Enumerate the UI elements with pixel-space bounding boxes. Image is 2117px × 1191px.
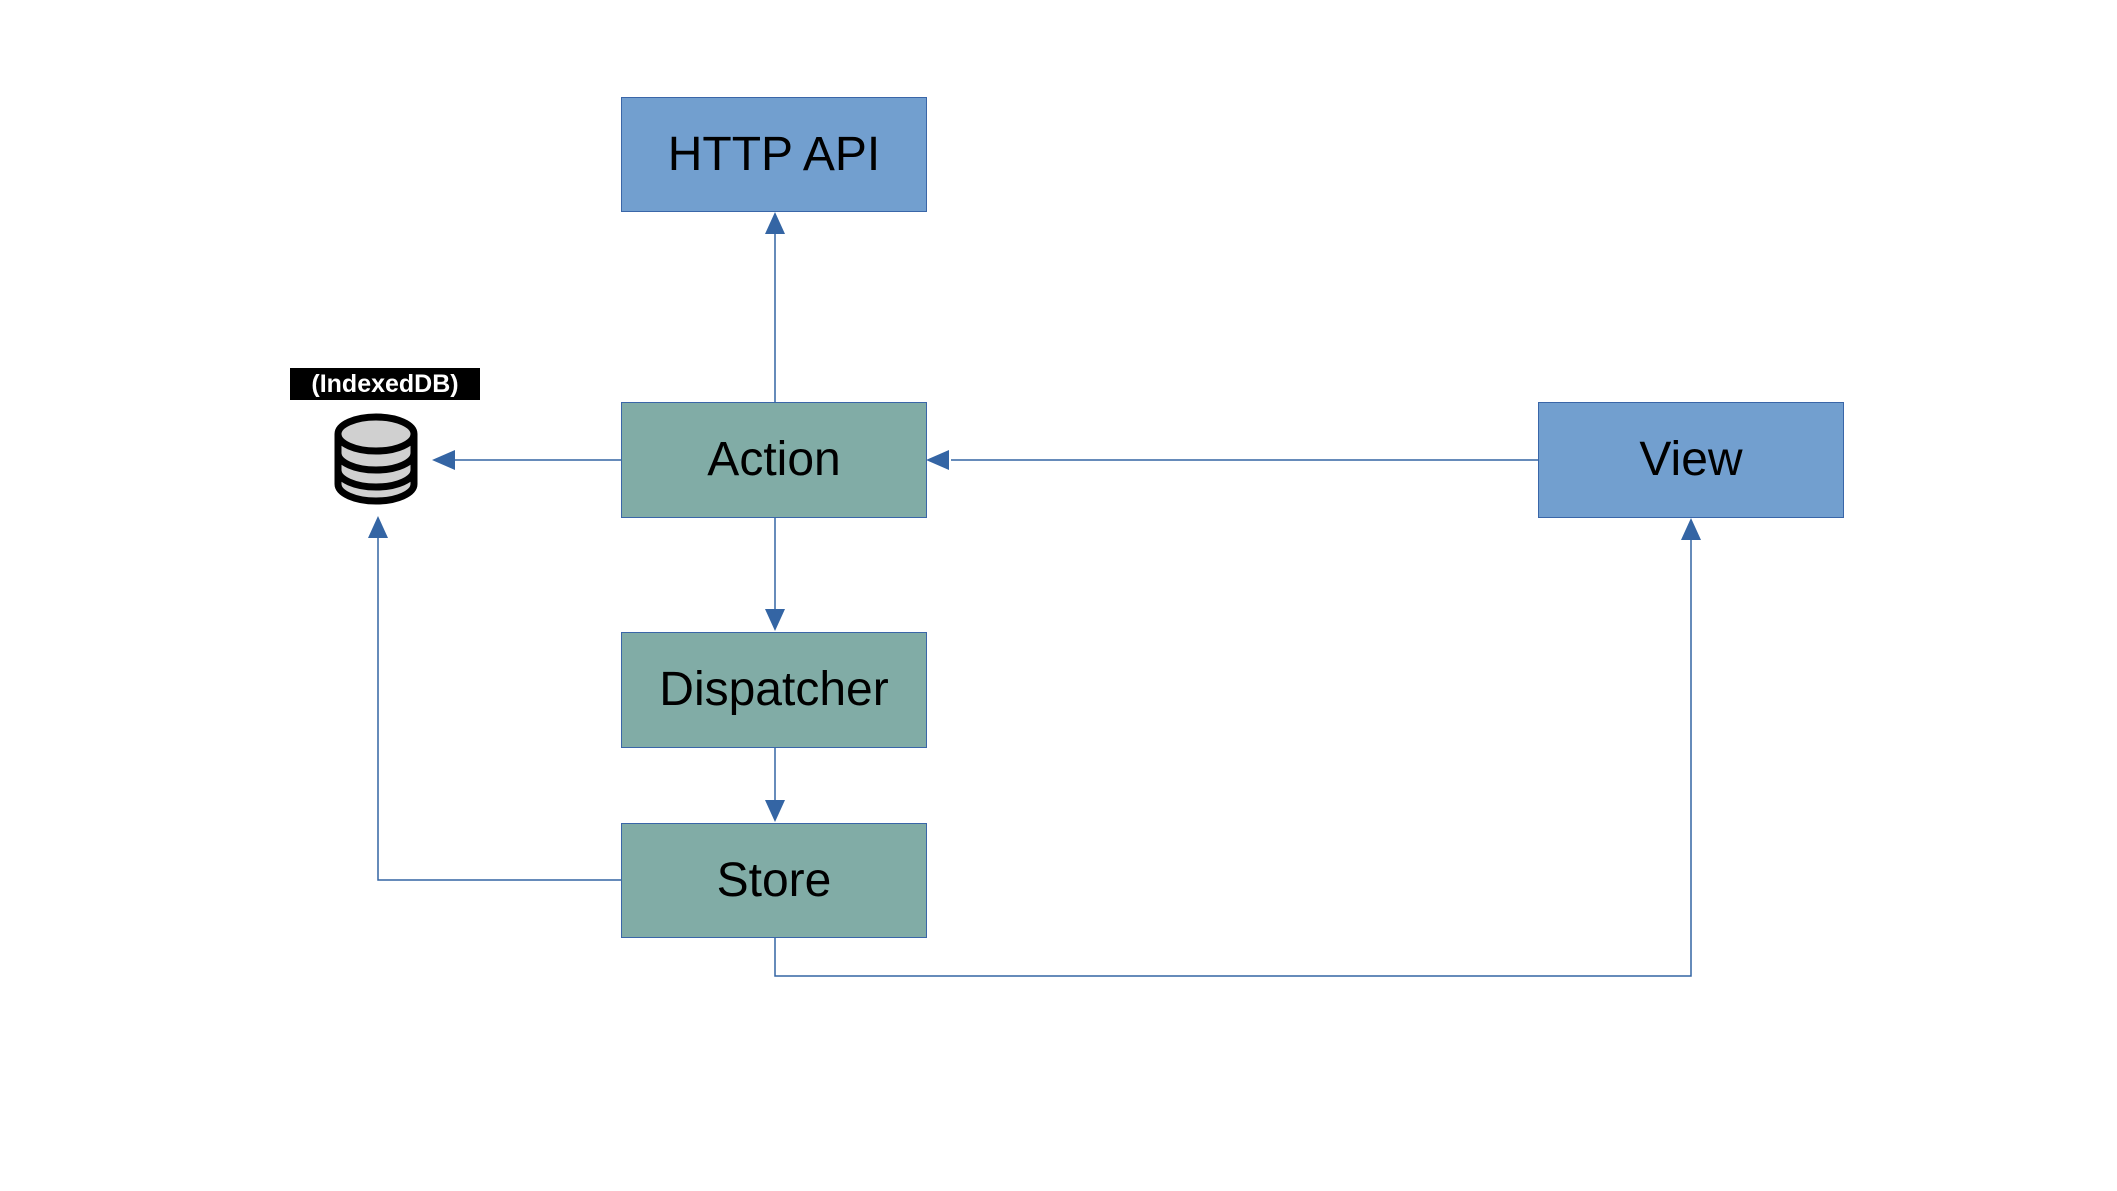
arrowhead-dispatcher <box>765 609 785 631</box>
arrowhead-indexeddb-up <box>368 516 388 538</box>
node-dispatcher-label: Dispatcher <box>659 663 889 716</box>
node-action-label: Action <box>707 433 841 486</box>
node-http-api: HTTP API <box>621 97 927 212</box>
arrowhead-http-api <box>765 212 785 234</box>
edge-store-to-view <box>774 538 1692 977</box>
node-store-label: Store <box>716 853 832 907</box>
indexeddb-label: (IndexedDB) <box>290 368 480 400</box>
arrowhead-action <box>926 450 949 470</box>
node-dispatcher: Dispatcher <box>621 632 927 748</box>
node-view: View <box>1538 402 1844 518</box>
node-action: Action <box>621 402 927 518</box>
node-http-api-label: HTTP API <box>667 127 881 181</box>
node-store: Store <box>621 823 927 938</box>
edge-store-to-indexeddb <box>377 536 621 881</box>
arrowhead-indexeddb-left <box>432 450 455 470</box>
database-icon <box>333 412 419 506</box>
node-view-label: View <box>1639 433 1743 486</box>
arrowhead-store <box>765 800 785 822</box>
arrowhead-view <box>1681 518 1701 540</box>
